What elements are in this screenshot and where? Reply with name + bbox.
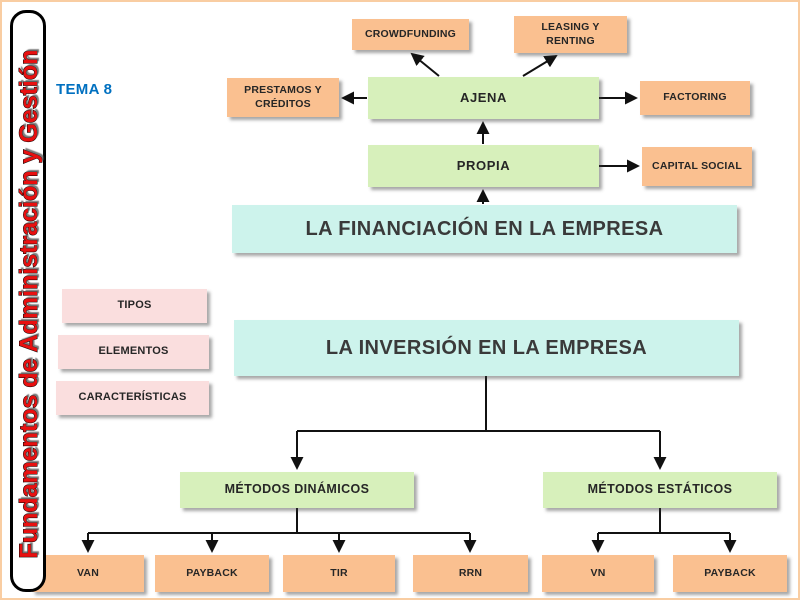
tema-label: TEMA 8 [56, 81, 113, 98]
sidebar-banner [10, 10, 46, 592]
node-leasing-renting: LEASING Y RENTING [514, 16, 627, 53]
side-item-caracteristicas: CARACTERÍSTICAS [56, 381, 209, 415]
side-item-elementos: ELEMENTOS [58, 335, 209, 369]
node-vn: VN [542, 555, 654, 592]
node-payback-static: PAYBACK [673, 555, 787, 592]
node-metodos-estaticos: MÉTODOS ESTÁTICOS [543, 472, 777, 508]
node-tir: TIR [283, 555, 395, 592]
node-capital-social: CAPITAL SOCIAL [642, 147, 752, 186]
node-factoring: FACTORING [640, 81, 750, 115]
connector-ajena-crowdfunding [410, 52, 440, 77]
sidebar-title: Fundamentos de Administración y Gestión [15, 49, 44, 559]
side-item-tipos: TIPOS [62, 289, 207, 323]
investment-title: LA INVERSIÓN EN LA EMPRESA [234, 320, 739, 376]
node-propia: PROPIA [368, 145, 599, 187]
node-metodos-dinamicos: MÉTODOS DINÁMICOS [180, 472, 414, 508]
connector-ajena-leasing [522, 54, 558, 77]
node-van: VAN [32, 555, 144, 592]
node-rrn: RRN [413, 555, 528, 592]
node-payback-dynamic: PAYBACK [155, 555, 269, 592]
node-ajena: AJENA [368, 77, 599, 119]
financing-title: LA FINANCIACIÓN EN LA EMPRESA [232, 205, 737, 253]
node-prestamos-creditos: PRESTAMOS Y CRÉDITOS [227, 78, 339, 117]
node-crowdfunding: CROWDFUNDING [352, 19, 469, 50]
